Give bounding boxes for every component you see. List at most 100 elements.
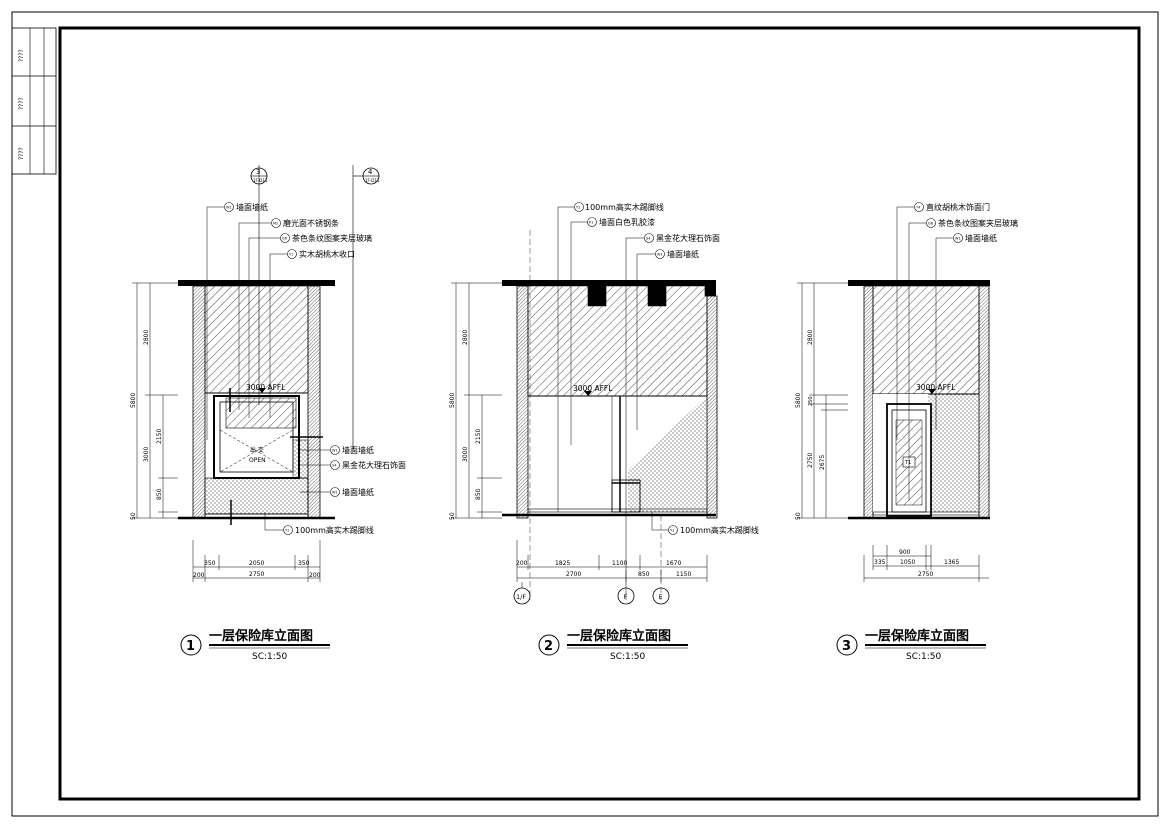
tag-y1: Y1	[289, 253, 293, 257]
dim2-5800: 5800	[449, 393, 456, 408]
axis-label-e: E	[659, 593, 663, 601]
dim2-850: 850	[475, 488, 482, 500]
e2-axis-markers: 1/F F E	[513, 582, 670, 605]
outer-sheet-border	[11, 11, 1159, 817]
axis-marker-e	[652, 587, 670, 605]
e2-dims-bottom: 200 1825 1100 1670 2700 850 1150	[516, 540, 708, 582]
e1-dims-bottom: 350 2050 350 200 2750 200	[192, 540, 321, 582]
elevation-1: 出 交 OPEN 3000 AFFL 3 1F-D11 4 1F-D11	[130, 165, 406, 582]
ceiling-slab-2	[502, 280, 716, 286]
dim2-b-1150: 1150	[676, 571, 691, 578]
e3-dims-left: 5800 2800 250 2750 2675 50	[795, 282, 848, 520]
title-1-text: 一层保险库立面图	[209, 628, 313, 644]
marble-area-2	[628, 396, 707, 512]
dim-b-2750: 2750	[249, 571, 264, 578]
dim3-2750: 2750	[807, 453, 814, 468]
note-skirting: 100mm高实木踢脚线	[295, 525, 374, 535]
note-skirting-top: 100mm高实木踢脚线	[585, 202, 664, 212]
right-wall-section-2	[706, 295, 718, 519]
dim3-b-335: 335	[874, 559, 886, 566]
axis-label-f: F	[624, 593, 628, 601]
note-door: 直纹胡桃木饰面门	[926, 202, 990, 212]
tag-w1-c: W1	[332, 491, 338, 495]
dim3-b-1365: 1365	[944, 559, 959, 566]
e3-dims-bottom: 900 335 1050 1365 2750	[863, 545, 989, 582]
dim2-2800: 2800	[462, 330, 469, 345]
note-tea-glass-3: 茶色条纹图案夹层玻璃	[938, 218, 1018, 228]
note-wallpaper-top: 墙面墙纸	[236, 202, 268, 212]
title-block-row-3: ????	[18, 147, 25, 160]
right-wall-section	[307, 285, 321, 519]
axis-marker-1f	[513, 587, 531, 605]
drawing-frame	[58, 26, 1141, 801]
e3-notes: T4 直纹胡桃木饰面门 G6 茶色条纹图案夹层玻璃 W1 墙面墙纸	[914, 202, 1018, 243]
axis-label-1f: 1/F	[516, 593, 526, 601]
left-wall-section	[192, 285, 206, 519]
tag-w1: W1	[226, 206, 232, 210]
ceiling-slab	[178, 280, 335, 286]
dim2-b-200: 200	[516, 560, 528, 567]
title-3-num: 3	[842, 639, 851, 654]
soffit-hatch-3	[872, 285, 980, 395]
dim-5800: 5800	[130, 393, 137, 408]
dim3-2675: 2675	[819, 455, 826, 470]
soffit-hatch-2	[527, 285, 708, 397]
dim2-b-1825: 1825	[555, 560, 570, 567]
left-wall-section-3	[863, 285, 874, 519]
soffit-hatch	[204, 285, 309, 394]
tag-w1-3: W1	[955, 237, 961, 241]
skirting-3	[872, 511, 980, 516]
dim3-50: 50	[795, 512, 802, 520]
tag-w1-b: W1	[332, 449, 338, 453]
dim-3000: 3000	[143, 447, 150, 462]
dim3-250: 250	[808, 396, 814, 406]
tag-g6-3: G6	[928, 222, 933, 226]
e1-dims-left: 5800 2800 3000 2150 850 50	[130, 282, 178, 520]
dim2-3000: 3000	[462, 447, 469, 462]
e2-leaders	[529, 206, 668, 600]
right-wall-section-3	[978, 285, 990, 519]
window-text-cn: 出 交	[250, 446, 264, 454]
dim2-2150: 2150	[475, 429, 482, 444]
dim2-b-2700: 2700	[566, 571, 581, 578]
tag-p1: P1	[589, 221, 593, 225]
note-skirting-bottom: 100mm高实木踢脚线	[680, 525, 759, 535]
tag-s4: S4	[332, 464, 337, 468]
skirting-2	[527, 508, 708, 513]
title-block: ???? ???? ????	[11, 27, 57, 175]
ceiling-slab-3	[848, 280, 990, 286]
section-marker-3-ref: 1F-D11	[253, 178, 268, 183]
note-marble: 黑金花大理石饰面	[342, 460, 406, 470]
axis-marker-f	[617, 587, 635, 605]
dim2-b-1670: 1670	[666, 560, 681, 567]
dim-b-350a: 350	[204, 560, 216, 567]
title-block-row-2: ????	[18, 97, 25, 110]
tag-w1-2: W1	[657, 253, 663, 257]
dim-2800: 2800	[143, 330, 150, 345]
dim-850: 850	[156, 488, 163, 500]
title-3-scale: SC:1:50	[906, 652, 942, 662]
tag-y1-b: Y1	[285, 529, 289, 533]
e2-dims-left: 5800 2800 3000 2150 850 50	[449, 282, 502, 520]
note-wallpaper-3: 墙面墙纸	[965, 233, 997, 243]
door-tag: T1	[904, 460, 911, 466]
level-label-2: 3000 AFFL	[573, 384, 613, 393]
note-tea-glass: 茶色条纹图案夹层玻璃	[292, 233, 372, 243]
dim-2150: 2150	[156, 429, 163, 444]
tag-m2: M2	[273, 222, 278, 226]
e2-notes: Y1 100mm高实木踢脚线 P1 墙面白色乳胶漆 S4 黑金花大理石饰面 W1…	[574, 202, 759, 535]
title-3-text: 一层保险库立面图	[865, 628, 969, 644]
dim-b-200a: 200	[193, 572, 205, 579]
dim2-b-850: 850	[638, 571, 650, 578]
tag-t4: T4	[915, 206, 921, 210]
elevation-3: T1 3000 AFFL T4 直纹胡桃木饰面门 G6 茶色条纹图案夹层玻璃 W…	[795, 202, 1018, 582]
title-block-row-1: ????	[18, 49, 25, 62]
dim-b-200b: 200	[309, 572, 321, 579]
note-paint: 墙面白色乳胶漆	[599, 217, 655, 227]
title-1-num: 1	[186, 639, 195, 654]
title-1-scale: SC:1:50	[252, 652, 288, 662]
note-wallpaper-2: 墙面墙纸	[667, 249, 699, 259]
tag-s4-2: S4	[646, 237, 651, 241]
note-steel-strip: 磨光面不锈钢条	[283, 218, 339, 228]
